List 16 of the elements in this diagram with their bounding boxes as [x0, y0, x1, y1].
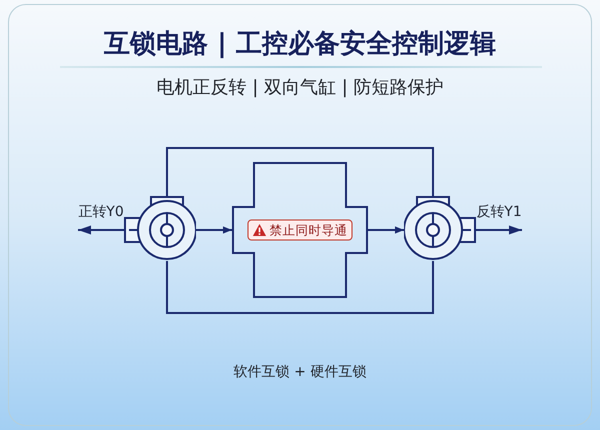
- edge-label: 正转Y0: [78, 203, 124, 221]
- footer-note: 软件互锁 + 硬件互锁: [234, 363, 366, 382]
- subtitle: 电机正反转 | 双向气缸 | 防短路保护: [156, 76, 444, 100]
- cross-shaped-block: [232, 162, 368, 298]
- title: 互锁电路 | 工控必备安全控制逻辑: [104, 28, 496, 61]
- arrow: [368, 226, 404, 234]
- arrow: [78, 225, 124, 235]
- connector-line: [166, 147, 434, 196]
- valve-symbol: [124, 196, 196, 261]
- arrow: [476, 225, 522, 235]
- arrow: [196, 226, 232, 234]
- edge-label: 反转Y1: [476, 203, 522, 221]
- valve-symbol: [404, 196, 476, 261]
- warning-text: 禁止同时导通: [270, 222, 348, 238]
- connector-line: [166, 261, 434, 314]
- warning-label: [248, 220, 352, 240]
